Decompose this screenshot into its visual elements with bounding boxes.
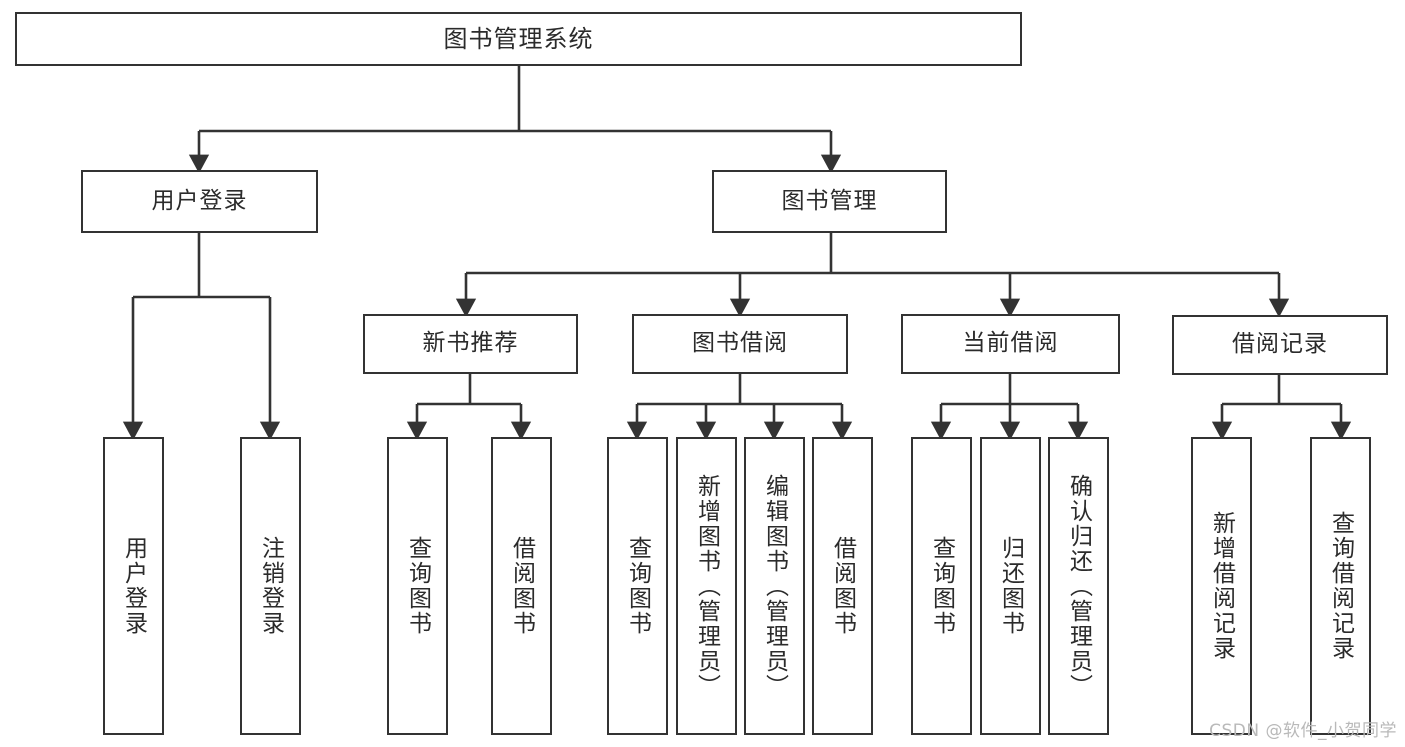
leaf-recommend-borrow-book[interactable]: 借阅图书 xyxy=(491,437,552,735)
node-user-login[interactable]: 用户登录 xyxy=(81,170,318,233)
node-label: 当前借阅 xyxy=(962,330,1059,357)
node-label: 图书管理 xyxy=(781,187,878,214)
leaf-user-login-login[interactable]: 用户登录 xyxy=(103,437,164,735)
node-label: 新增借阅记录 xyxy=(1208,511,1235,661)
node-label: 图书管理系统 xyxy=(443,24,594,53)
node-label: 借阅记录 xyxy=(1232,331,1328,358)
leaf-record-query-borrow-record[interactable]: 查询借阅记录 xyxy=(1310,437,1371,735)
node-label: 用户登录 xyxy=(120,536,147,636)
node-label: 借阅图书 xyxy=(829,536,856,636)
csdn-watermark: CSDN @软件_小贺同学 xyxy=(1209,721,1397,741)
node-label: 归还图书 xyxy=(997,536,1024,636)
node-new-book-recommend[interactable]: 新书推荐 xyxy=(363,314,578,374)
leaf-borrow-borrow-book[interactable]: 借阅图书 xyxy=(812,437,873,735)
node-label: 借阅图书 xyxy=(508,536,535,636)
leaf-current-query-book[interactable]: 查询图书 xyxy=(911,437,972,735)
node-label: 查询图书 xyxy=(928,536,955,636)
node-label: 查询图书 xyxy=(624,536,651,636)
node-book-management[interactable]: 图书管理 xyxy=(712,170,947,233)
node-label: 用户登录 xyxy=(151,187,248,214)
node-root-system[interactable]: 图书管理系统 xyxy=(15,12,1022,66)
leaf-borrow-query-book[interactable]: 查询图书 xyxy=(607,437,668,735)
leaf-current-confirm-return-admin[interactable]: 确认归还（管理员） xyxy=(1048,437,1109,735)
node-label: 新增图书（管理员） xyxy=(693,473,720,699)
leaf-recommend-query-book[interactable]: 查询图书 xyxy=(387,437,448,735)
node-label: 编辑图书（管理员） xyxy=(761,473,788,699)
node-borrow-record[interactable]: 借阅记录 xyxy=(1172,315,1388,375)
node-label: 确认归还（管理员） xyxy=(1065,473,1092,699)
node-label: 注销登录 xyxy=(257,536,284,636)
node-label: 查询借阅记录 xyxy=(1327,511,1354,661)
node-label: 图书借阅 xyxy=(692,330,788,357)
leaf-user-login-logout[interactable]: 注销登录 xyxy=(240,437,301,735)
leaf-borrow-edit-book-admin[interactable]: 编辑图书（管理员） xyxy=(744,437,805,735)
node-label: 新书推荐 xyxy=(422,330,519,357)
leaf-record-add-borrow-record[interactable]: 新增借阅记录 xyxy=(1191,437,1252,735)
node-current-borrow[interactable]: 当前借阅 xyxy=(901,314,1120,374)
leaf-borrow-add-book-admin[interactable]: 新增图书（管理员） xyxy=(676,437,737,735)
leaf-current-return-book[interactable]: 归还图书 xyxy=(980,437,1041,735)
node-book-borrow[interactable]: 图书借阅 xyxy=(632,314,848,374)
node-label: 查询图书 xyxy=(404,536,431,636)
